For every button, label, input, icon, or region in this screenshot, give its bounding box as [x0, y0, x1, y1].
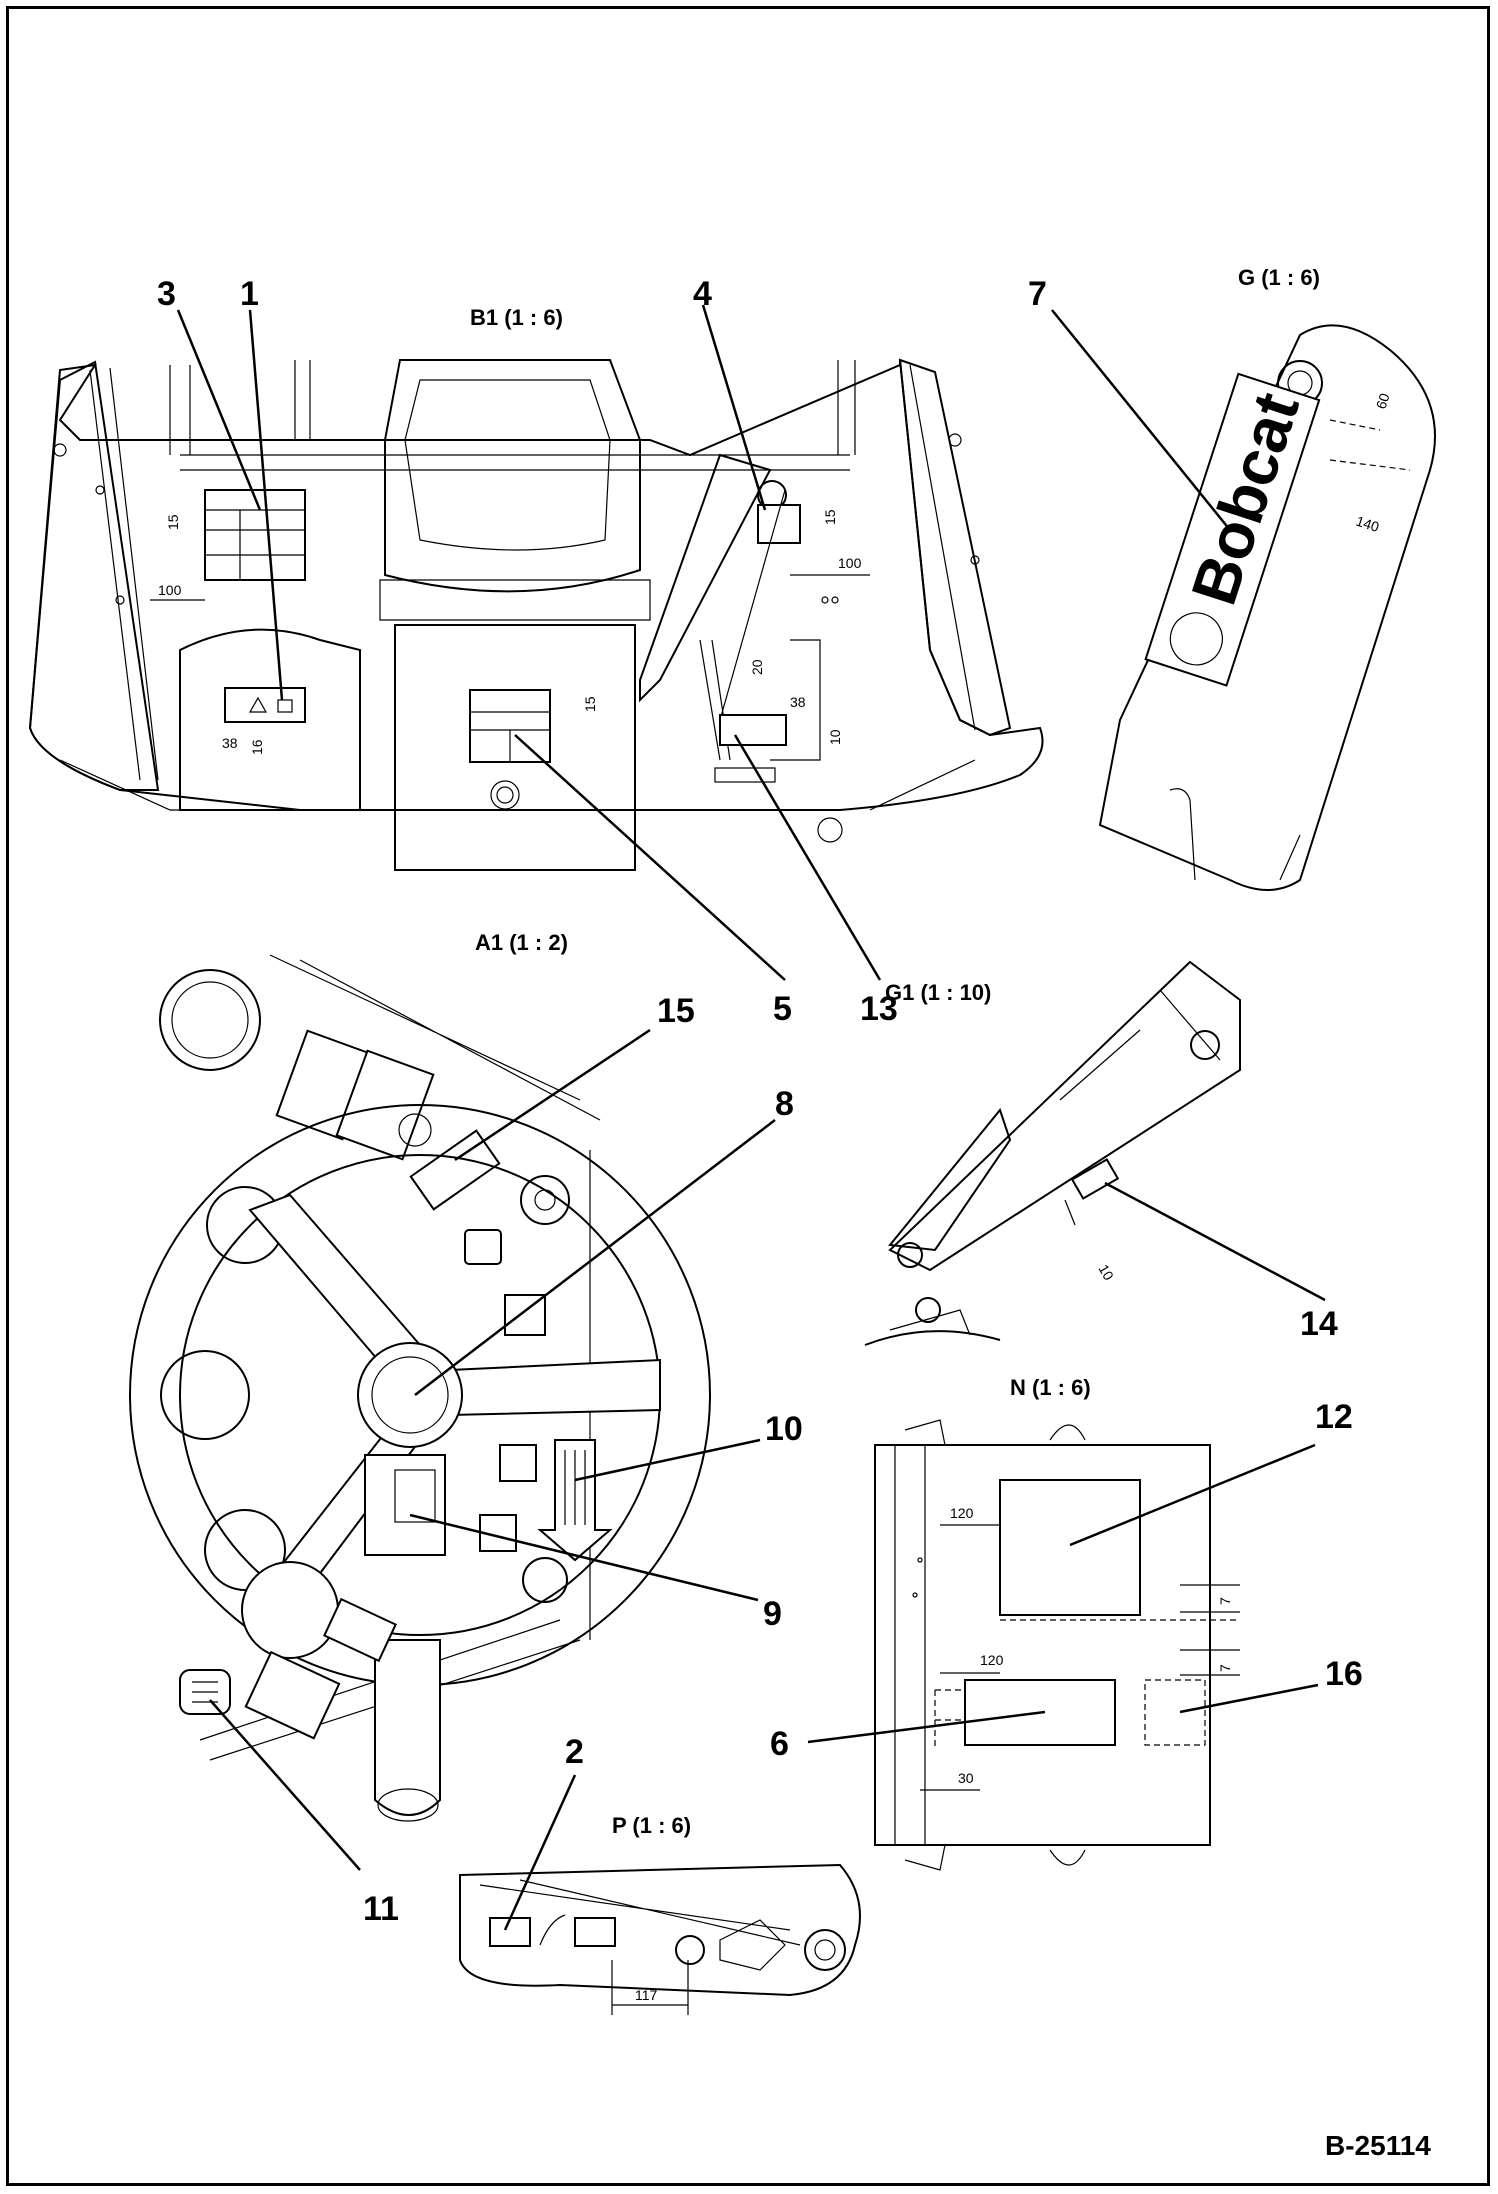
- svg-text:7: 7: [1217, 1664, 1233, 1672]
- svg-text:120: 120: [950, 1505, 974, 1521]
- view-label-p: P (1 : 6): [612, 1813, 691, 1838]
- decal-15-a1: [409, 1129, 501, 1211]
- decal-2-p: [489, 1917, 531, 1947]
- view-label-n: N (1 : 6): [1010, 1375, 1091, 1400]
- view-p: P (1 : 6) 117: [459, 1813, 861, 2015]
- svg-text:38: 38: [790, 694, 806, 710]
- view-label-g: G (1 : 6): [1238, 265, 1320, 290]
- decal-16-n: [1144, 1679, 1206, 1746]
- p-outline: [459, 1863, 861, 1997]
- steering-hub: [357, 1342, 463, 1448]
- decal-6-n: [964, 1679, 1116, 1746]
- callout-4: 4: [693, 275, 712, 313]
- svg-text:100: 100: [838, 555, 862, 571]
- decal-3-b1: [204, 489, 306, 581]
- svg-text:10: 10: [827, 729, 843, 745]
- document-id: B-25114: [1325, 2130, 1431, 2161]
- view-label-a1: A1 (1 : 2): [475, 930, 568, 955]
- callout-14: 14: [1300, 1305, 1338, 1343]
- callout-5: 5: [773, 990, 792, 1028]
- b1-left-fender: [28, 360, 160, 791]
- svg-text:15: 15: [582, 696, 598, 712]
- decal-8-hub: [371, 1356, 449, 1434]
- svg-text:20: 20: [749, 659, 765, 675]
- callout-15: 15: [657, 992, 695, 1030]
- svg-text:100: 100: [158, 582, 182, 598]
- callout-11: 11: [363, 1890, 399, 1928]
- b1-left-console: [179, 628, 361, 811]
- svg-text:10: 10: [1095, 1262, 1117, 1284]
- callout-16: 16: [1325, 1655, 1363, 1693]
- view-g: G (1 : 6) Bobcat 60 140: [1098, 265, 1436, 891]
- leader-lines: [176, 304, 1326, 1931]
- callout-6: 6: [770, 1725, 789, 1763]
- callout-9: 9: [763, 1595, 782, 1633]
- callout-3: 3: [157, 275, 176, 313]
- g-boom-outline: [1098, 324, 1436, 891]
- svg-text:140: 140: [1354, 513, 1381, 536]
- svg-text:30: 30: [958, 1770, 974, 1786]
- n-panel: [874, 1444, 1211, 1846]
- view-label-g1: G1 (1 : 10): [885, 980, 991, 1005]
- svg-text:117: 117: [635, 1987, 658, 2003]
- decal-9-a1: [364, 1454, 446, 1556]
- view-label-b1: B1 (1 : 6): [470, 305, 563, 330]
- view-n: N (1 : 6) 120 7 120 7 30: [874, 1375, 1240, 1871]
- decal-7-g: Bobcat: [1144, 372, 1321, 687]
- svg-text:7: 7: [1217, 1597, 1233, 1605]
- callout-1: 1: [240, 275, 259, 313]
- view-b1: B1 (1 : 6): [28, 305, 1044, 871]
- steering-knob: [241, 1561, 339, 1659]
- g1-boom: [888, 960, 1241, 1272]
- callout-10: 10: [765, 1410, 803, 1448]
- svg-text:60: 60: [1373, 391, 1393, 411]
- b1-center-console: [394, 624, 636, 871]
- svg-text:120: 120: [980, 1652, 1004, 1668]
- drawing-border: [6, 6, 1490, 2186]
- svg-text:38: 38: [222, 735, 238, 751]
- decal-14-g1: [1070, 1158, 1120, 1200]
- view-a1: A1 (1 : 2): [129, 930, 711, 1822]
- svg-text:16: 16: [249, 739, 265, 755]
- svg-text:15: 15: [165, 514, 181, 530]
- decal-4-b1: [757, 504, 801, 544]
- view-g1: G1 (1 : 10) 10: [864, 960, 1241, 1346]
- decal-12-n: [999, 1479, 1141, 1616]
- decal-13-b1: [719, 714, 787, 746]
- decal-1-b1: [224, 687, 306, 723]
- callout-7: 7: [1028, 275, 1047, 313]
- callout-12: 12: [1315, 1398, 1353, 1436]
- callout-numbers: 1 2 3 4 5 6 7 8 9 10 11 12 13 14 15 16: [157, 275, 1363, 1928]
- svg-text:15: 15: [822, 509, 838, 525]
- callout-8: 8: [775, 1085, 794, 1123]
- b1-seat: [384, 359, 641, 593]
- b1-right-fender: [898, 358, 1012, 737]
- b1-right-lever: [639, 453, 772, 703]
- callout-2: 2: [565, 1733, 584, 1771]
- callout-13: 13: [860, 990, 898, 1028]
